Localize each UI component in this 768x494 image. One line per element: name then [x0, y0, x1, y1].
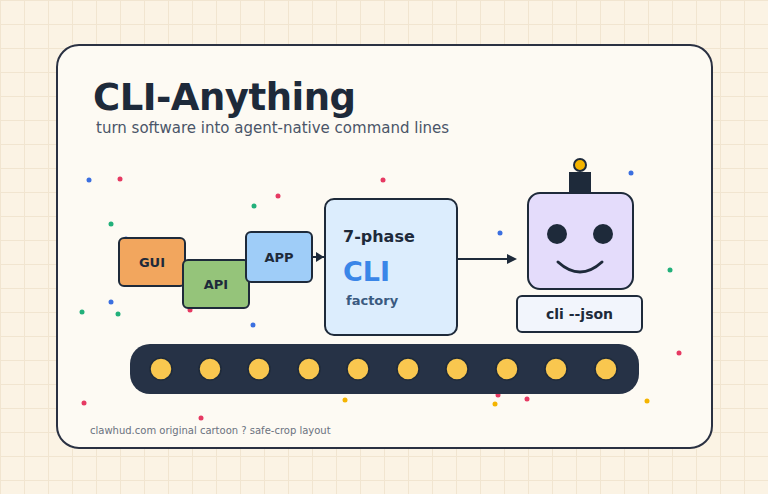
roller	[595, 358, 617, 380]
confetti-dot	[87, 178, 92, 183]
output-label-box: cli --json	[516, 295, 643, 333]
node-text: factory	[346, 293, 398, 308]
conveyor-belt	[130, 344, 639, 394]
roller	[347, 358, 369, 380]
factory-box: 7-phaseCLI factory	[324, 198, 458, 336]
confetti-dot	[199, 416, 204, 421]
confetti-dot	[252, 204, 257, 209]
confetti-dot	[668, 268, 673, 273]
roller	[545, 358, 567, 380]
confetti-dot	[251, 323, 256, 328]
source-box: APP	[245, 231, 313, 283]
roller	[298, 358, 320, 380]
node-text: cli --json	[546, 306, 613, 322]
node-text: CLI	[343, 256, 390, 287]
confetti-dot	[82, 401, 87, 406]
confetti-dot	[80, 310, 85, 315]
robot	[528, 159, 633, 289]
diagram-title: CLI-Anything	[93, 76, 356, 119]
confetti-dot	[109, 222, 114, 227]
confetti-dot	[109, 300, 114, 305]
robot-smile	[558, 262, 602, 272]
source-box: GUI	[118, 237, 186, 287]
confetti-dot	[276, 194, 281, 199]
output-arrow	[458, 254, 517, 264]
confetti-dot	[116, 312, 121, 317]
roller	[496, 358, 518, 380]
card	[57, 45, 712, 448]
connector-line	[313, 256, 324, 258]
node-text: API	[204, 277, 228, 292]
connector	[313, 252, 324, 262]
node-text: GUI	[139, 255, 165, 270]
footer-note: clawhud.com original cartoon ? safe-crop…	[90, 425, 331, 436]
roller	[150, 358, 172, 380]
confetti-dot	[677, 351, 682, 356]
belt	[130, 344, 639, 394]
robot-antenna-light	[574, 159, 586, 171]
confetti-dot	[343, 398, 348, 403]
confetti-dot	[525, 397, 530, 402]
confetti-dot	[493, 402, 498, 407]
arrow-head	[507, 254, 517, 264]
confetti-dot	[629, 171, 634, 176]
roller	[248, 358, 270, 380]
robot-antenna	[569, 172, 591, 194]
source-box: API	[182, 259, 250, 309]
arrow-line	[458, 258, 508, 260]
roller	[397, 358, 419, 380]
node-text: APP	[264, 250, 293, 265]
robot-eye	[593, 224, 613, 244]
subtitle: turn software into agent-native command …	[96, 119, 449, 137]
confetti-dot	[381, 178, 386, 183]
confetti-dot	[498, 231, 503, 236]
robot-head	[528, 193, 633, 289]
confetti	[80, 171, 682, 421]
confetti-dot	[118, 177, 123, 182]
node-text: 7-phase	[343, 227, 415, 246]
roller	[446, 358, 468, 380]
arrow-head	[316, 252, 324, 262]
robot-eye	[547, 224, 567, 244]
roller	[199, 358, 221, 380]
confetti-dot	[645, 399, 650, 404]
